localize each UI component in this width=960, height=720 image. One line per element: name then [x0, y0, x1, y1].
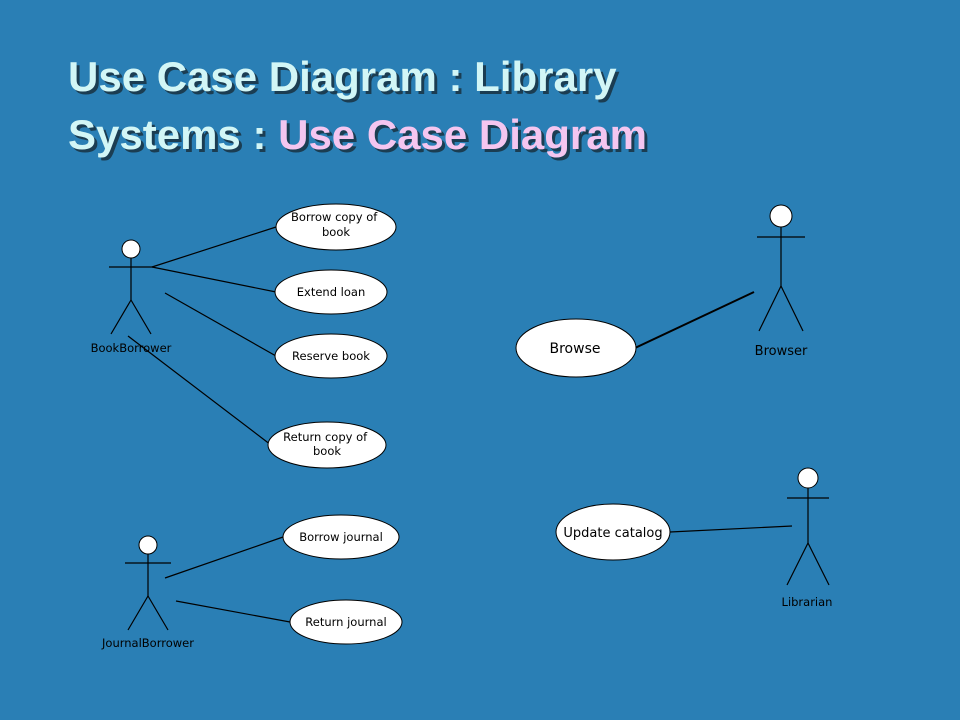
use-case-ellipse: [289, 599, 403, 645]
actor-book-borrower: BookBorrower: [91, 239, 172, 355]
use-case-ellipse: [274, 333, 388, 379]
association-bookborrower-return-copy: [127, 335, 272, 446]
actor-head: [769, 204, 793, 228]
use-case-label: Browse: [550, 341, 601, 357]
use-case-extend-loan: Extend loan: [274, 269, 388, 315]
use-case-label: Borrow journal: [299, 530, 383, 544]
use-case-return-copy-of-book: Return copy of book: [267, 421, 387, 469]
actor-right-leg: [147, 595, 169, 631]
actor-head: [797, 467, 819, 489]
use-case-borrow-journal: Borrow journal: [282, 514, 400, 560]
use-case-ellipse: [282, 514, 400, 560]
use-case-return-journal: Return journal: [289, 599, 403, 645]
association-journalborrower-return-journal: [175, 600, 291, 623]
association-bookborrower-reserve-book: [164, 292, 277, 357]
use-case-label: Return journal: [305, 615, 386, 629]
use-case-update-catalog: Update catalog: [555, 503, 671, 561]
actor-head: [121, 239, 141, 259]
actor-left-leg: [786, 542, 809, 586]
actor-librarian: Librarian: [782, 467, 833, 609]
use-case-ellipse: [275, 203, 397, 251]
association-librarian-update-catalog: [669, 525, 793, 533]
actor-label-journal-borrower: JournalBorrower: [101, 636, 194, 650]
actor-label-librarian: Librarian: [782, 595, 833, 609]
use-case-ellipse: [555, 503, 671, 561]
actor-label-book-borrower: BookBorrower: [91, 341, 172, 355]
title-line-2-prefix: Systems :: [68, 111, 279, 158]
use-case-browse: Browse: [515, 318, 637, 378]
actor-head: [138, 535, 158, 555]
actor-journal-borrower: JournalBorrower: [101, 535, 194, 650]
actor-right-leg: [780, 285, 804, 332]
actor-left-leg: [758, 285, 782, 332]
association-bookborrower-borrow-copy: [151, 226, 277, 268]
actor-browser: Browser: [755, 204, 808, 359]
association-journalborrower-borrow-journal: [164, 536, 284, 579]
actor-left-leg: [127, 595, 149, 631]
actor-right-leg: [807, 542, 830, 586]
use-case-ellipse: [515, 318, 637, 378]
title-line-1: Use Case Diagram : Library: [68, 53, 617, 100]
actor-left-leg: [110, 299, 132, 335]
association-bookborrower-extend-loan: [151, 266, 277, 293]
use-case-reserve-book: Reserve book: [274, 333, 388, 379]
use-case-label: Reserve book: [292, 349, 370, 363]
actor-label-browser: Browser: [755, 344, 808, 359]
title-line-2-highlight: Use Case Diagram: [278, 111, 647, 158]
use-case-ellipse: [274, 269, 388, 315]
use-case-borrow-copy-of-book: Borrow copy of book: [275, 203, 397, 251]
actor-right-leg: [130, 299, 152, 335]
use-case-label: Extend loan: [297, 285, 365, 299]
use-case-label: Update catalog: [563, 526, 662, 541]
use-case-ellipse: [267, 421, 387, 469]
use-case-label: Return copy of book: [283, 430, 371, 458]
slide-title: Use Case Diagram : Library Systems : Use…: [68, 48, 647, 164]
use-case-label: Borrow copy of book: [291, 210, 381, 239]
association-browser-browse: [634, 291, 755, 349]
